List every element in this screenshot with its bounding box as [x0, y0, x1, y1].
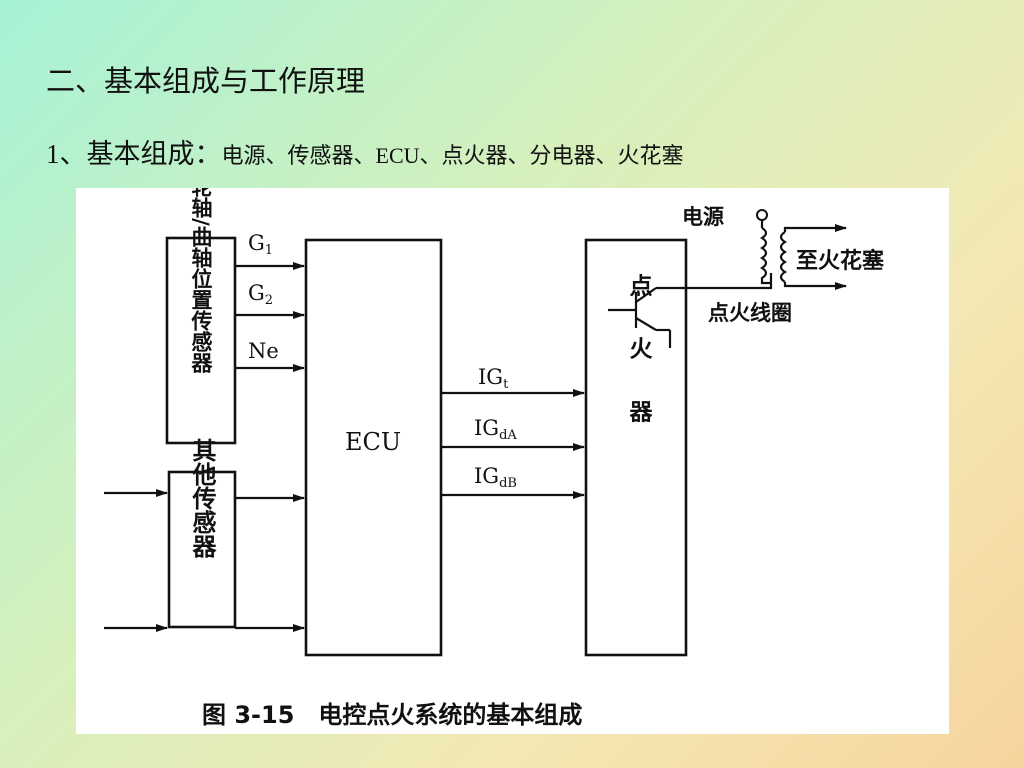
other-sensors-box [167, 470, 237, 629]
signal-ne-label: Ne [248, 339, 279, 363]
spark-plug-arrow-top [783, 224, 847, 232]
block-diagram: 凸轮轴/曲轴位置传感器 其他传感器 ECU 点火器 G1 G2 Ne IGt I… [104, 188, 885, 729]
igniter-label: 点火器 [625, 274, 654, 463]
signal-igt-label: IGt [478, 365, 509, 392]
cam-crank-sensor-label: 凸轮轴/曲轴位置传感器 [189, 188, 214, 374]
cam-crank-sensor-box [165, 236, 237, 445]
transistor-symbol [608, 286, 686, 348]
power-label: 电源 [682, 205, 724, 229]
spark-plug-label: 至火花塞 [796, 248, 885, 274]
ignition-system-figure: 凸轮轴/曲轴位置传感器 其他传感器 ECU 点火器 G1 G2 Ne IGt I… [76, 188, 949, 734]
slide-heading: 二、基本组成与工作原理 [46, 66, 366, 98]
signal-g2-label: G2 [248, 281, 273, 308]
signal-g1-label: G1 [248, 231, 273, 258]
other-sensors-label: 其他传感器 [188, 438, 217, 558]
signal-igdb-label: IGdB [474, 464, 517, 491]
power-terminal [756, 209, 768, 221]
slide-subheading: 1、基本组成：电源、传感器、ECU、点火器、分电器、火花塞 [46, 132, 684, 171]
coil-primary-wire [686, 273, 773, 290]
ecu-label: ECU [345, 428, 401, 456]
coil-label: 点火线圈 [708, 301, 792, 325]
spark-plug-arrow-bottom [783, 282, 847, 290]
subheading-lead: 1、基本组成： [46, 139, 222, 169]
igniter-box [584, 238, 688, 657]
subheading-items: 电源、传感器、ECU、点火器、分电器、火花塞 [221, 143, 684, 168]
primary-coil [759, 227, 771, 285]
figure-caption: 图 3-15 电控点火系统的基本组成 [202, 701, 582, 729]
secondary-coil [779, 231, 788, 283]
signal-igda-label: IGdA [474, 416, 517, 443]
